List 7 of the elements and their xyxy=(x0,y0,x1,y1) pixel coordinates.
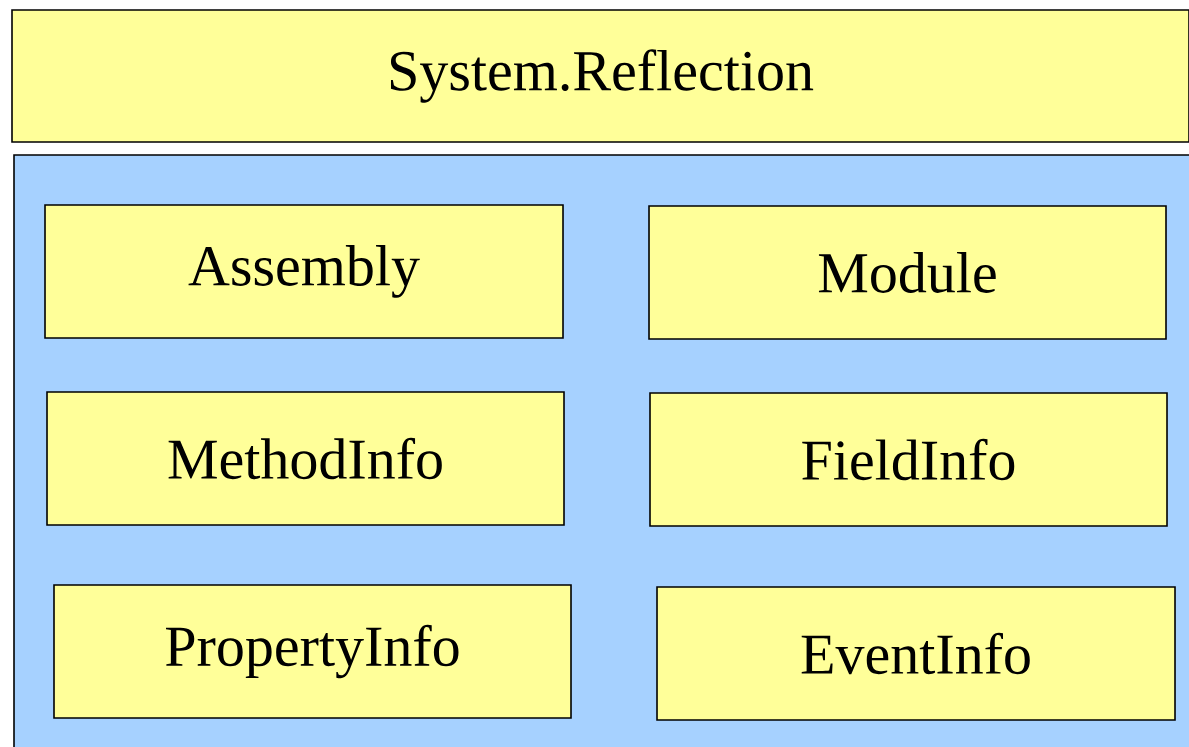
class-box: Assembly xyxy=(44,204,564,339)
class-box: PropertyInfo xyxy=(53,584,572,719)
class-box: Module xyxy=(648,205,1167,340)
namespace-box: System.Reflection xyxy=(11,9,1189,143)
class-box: EventInfo xyxy=(656,586,1176,721)
class-box: MethodInfo xyxy=(46,391,565,526)
class-box: FieldInfo xyxy=(649,392,1168,527)
